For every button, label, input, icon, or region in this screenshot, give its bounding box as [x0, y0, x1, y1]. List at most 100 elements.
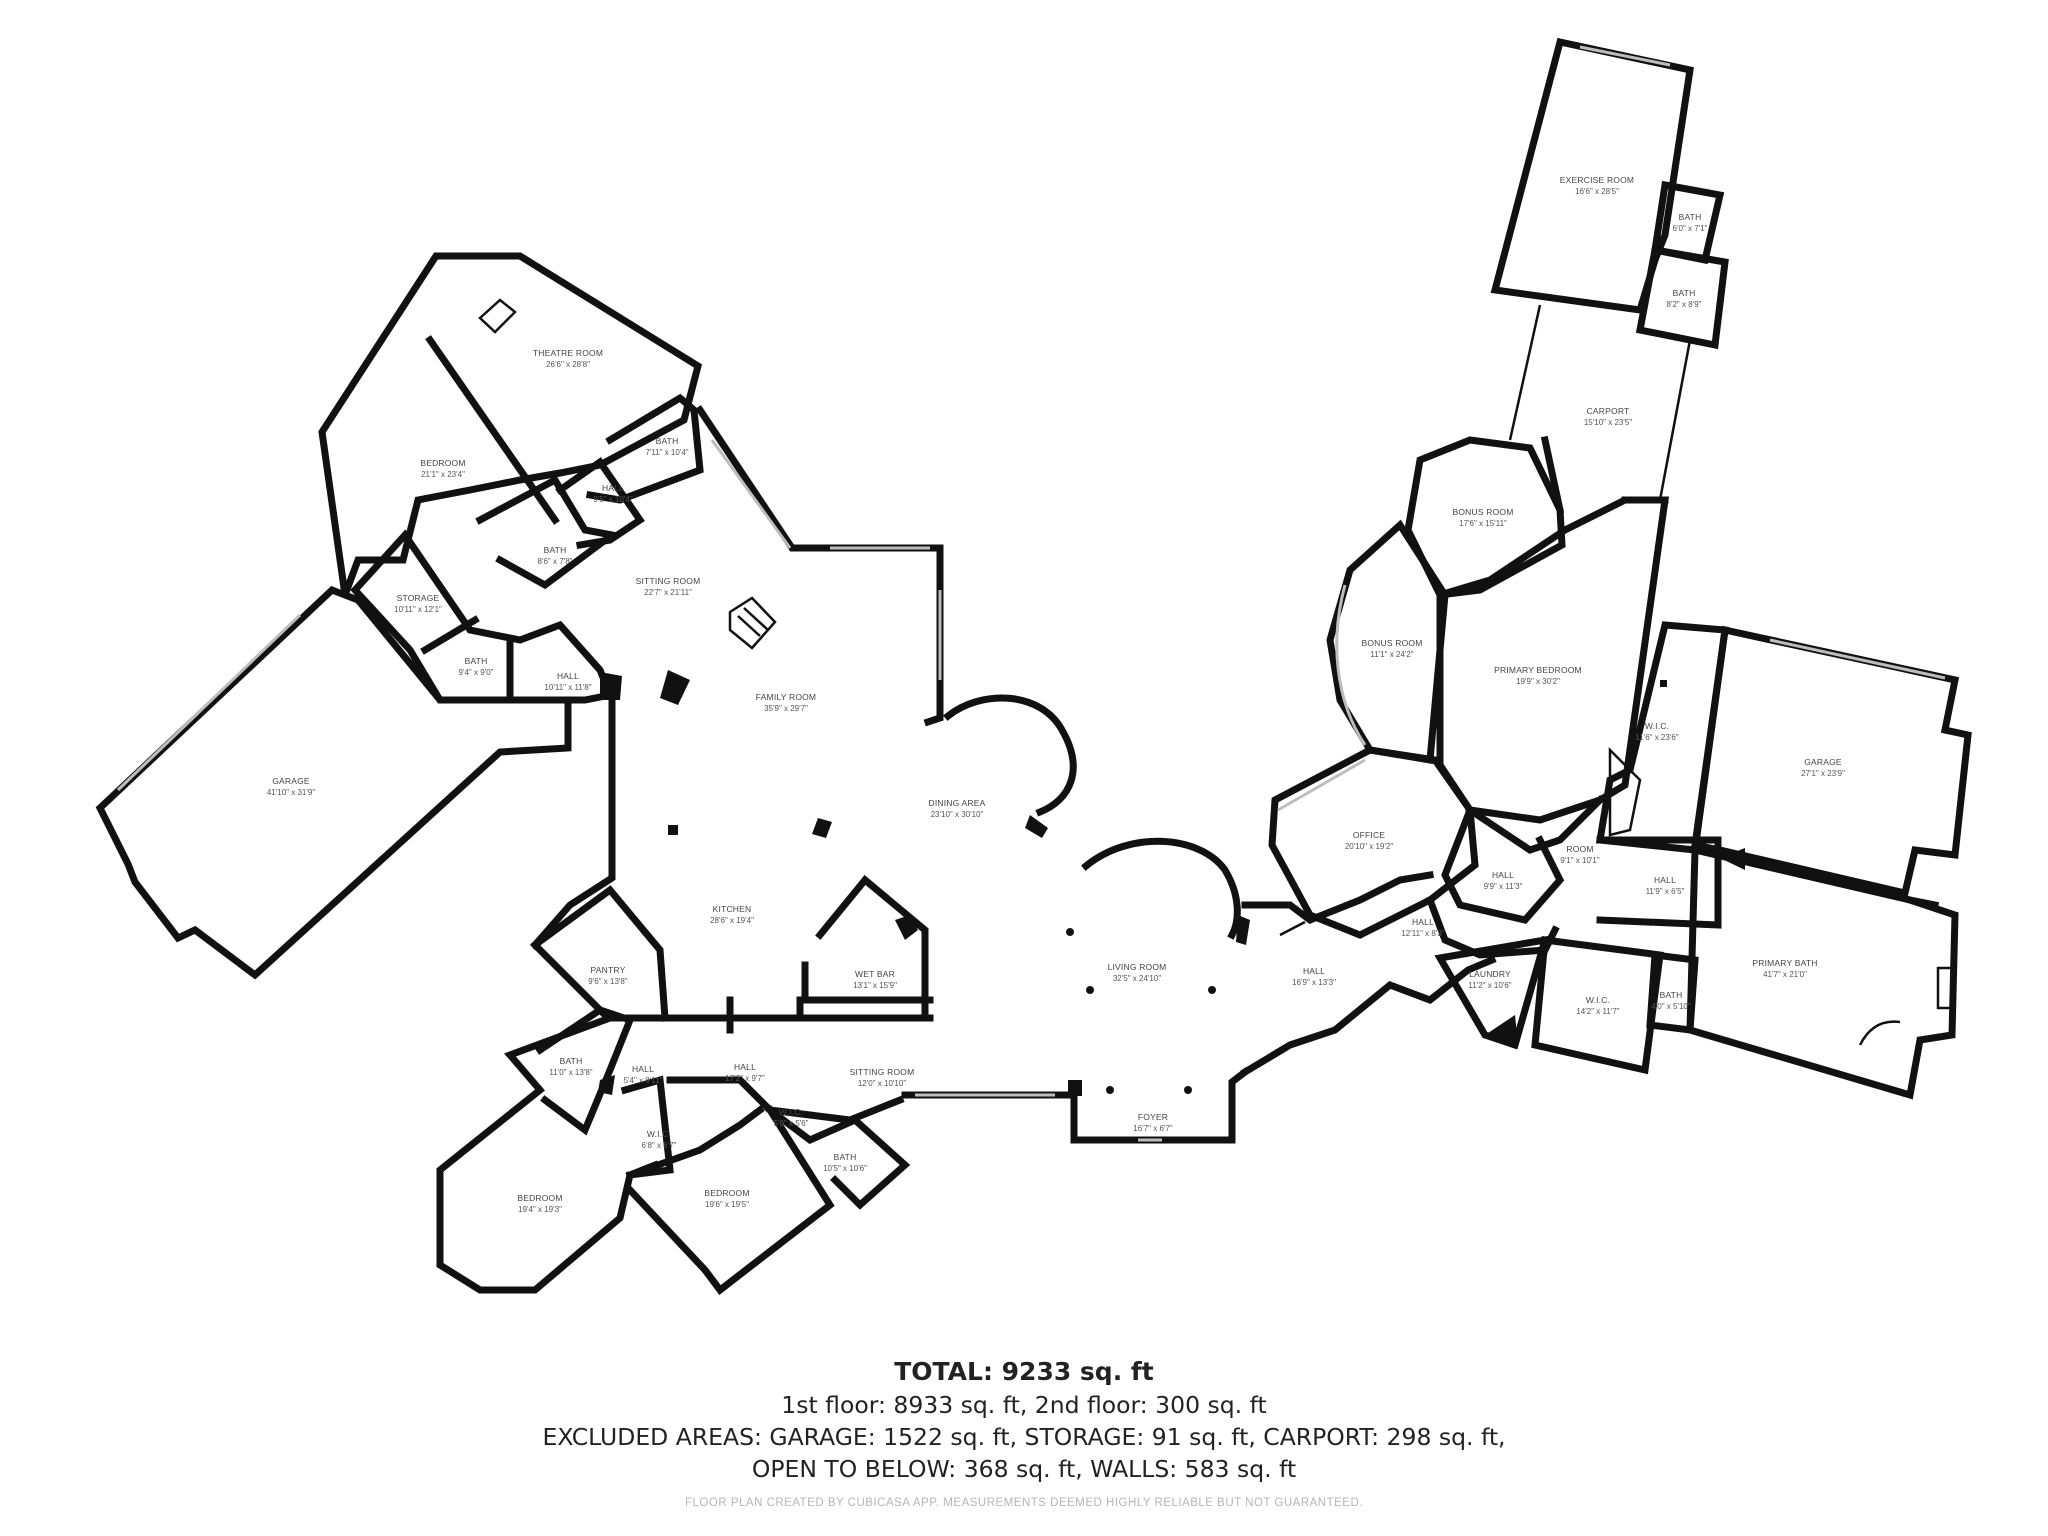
laundry-name: LAUNDRY	[1469, 969, 1511, 979]
foyer-column-1	[1106, 1086, 1114, 1094]
carport-bonus-link	[1540, 435, 1565, 515]
wet-bar-name: WET BAR	[855, 969, 895, 979]
hall-sw2-name: HALL	[734, 1062, 756, 1072]
primary-bath-wall	[1686, 845, 1959, 1100]
svg-text:8'6" x 7'8": 8'6" x 7'8"	[538, 557, 573, 566]
kitchen-dims: 28'6" x 19'4"	[710, 916, 754, 925]
svg-text:BEDROOM: BEDROOM	[517, 1193, 562, 1203]
svg-text:EXERCISE ROOM: EXERCISE ROOM	[1560, 175, 1634, 185]
east-hall-bench	[1279, 920, 1306, 937]
svg-text:41'7" x 21'0": 41'7" x 21'0"	[1763, 970, 1807, 979]
bedroom-nw-dims: 21'1" x 23'4"	[421, 470, 465, 479]
svg-text:HALL: HALL	[1303, 966, 1325, 976]
svg-text:BATH: BATH	[560, 1056, 583, 1066]
sitting-room-name: SITTING ROOM	[636, 576, 701, 586]
bath-s-name: BATH	[834, 1152, 857, 1162]
office-name: OFFICE	[1353, 830, 1385, 840]
garage-west-dims: 41'10" x 31'9"	[267, 788, 315, 797]
other-areas: OPEN TO BELOW: 368 sq. ft, WALLS: 583 sq…	[751, 1455, 1297, 1483]
svg-text:WET BAR: WET BAR	[855, 969, 895, 979]
bonus-room-1-name: BONUS ROOM	[1452, 507, 1513, 517]
carport-dims: 15'10" x 23'5"	[1584, 418, 1632, 427]
bath-e-name: BATH	[1660, 990, 1683, 1000]
office-dims: 20'10" x 19'2"	[1345, 842, 1393, 851]
fireplace-west	[600, 672, 622, 700]
disclaimer: FLOOR PLAN CREATED BY CUBICASA APP. MEAS…	[685, 1497, 1363, 1509]
hall-e2-dims: 9'9" x 11'3"	[1484, 882, 1523, 891]
svg-text:11'0" x 13'8": 11'0" x 13'8"	[549, 1068, 592, 1077]
laundry-fixture	[1485, 1015, 1518, 1045]
pantry-dims: 9'6" x 13'8"	[588, 977, 628, 986]
svg-text:15'10" x 23'5": 15'10" x 23'5"	[1584, 418, 1632, 427]
svg-text:SITTING ROOM: SITTING ROOM	[636, 576, 701, 586]
svg-text:16'9" x 13'3": 16'9" x 13'3"	[1292, 978, 1336, 987]
hall-e2-name: HALL	[1492, 870, 1514, 880]
svg-text:22'7" x 21'11": 22'7" x 21'11"	[644, 588, 692, 597]
primary-bath-dims: 41'7" x 21'0"	[1763, 970, 1807, 979]
foyer-name: FOYER	[1138, 1112, 1168, 1122]
wic-s-name: W.I.C.	[779, 1107, 803, 1117]
bath-ex2-name: BATH	[1673, 288, 1696, 298]
svg-text:9'9" x 11'3": 9'9" x 11'3"	[1484, 882, 1523, 891]
bonus-room-2-window	[1335, 584, 1367, 746]
foyer-wall	[1070, 1067, 1250, 1144]
exercise-room-window	[1579, 45, 1671, 67]
svg-text:9'5" x 10'4": 9'5" x 10'4"	[593, 495, 633, 504]
room-name: ROOM	[1566, 844, 1593, 854]
hall-storage-name: HALL	[557, 671, 579, 681]
svg-text:41'10" x 31'9": 41'10" x 31'9"	[267, 788, 315, 797]
dining-area-dims: 23'10" x 30'10"	[931, 810, 984, 819]
hall-e2-wall	[1441, 805, 1565, 924]
carport-east	[1658, 339, 1692, 501]
primary-bedroom-dims: 19'9" x 30'2"	[1516, 677, 1560, 686]
primary-bath-notch	[1905, 895, 1940, 910]
area-summary: TOTAL: 9233 sq. ft 1st floor: 8933 sq. f…	[0, 1355, 2048, 1485]
svg-text:HALL: HALL	[1654, 875, 1676, 885]
hall-e-name: HALL	[1303, 966, 1325, 976]
room-labels: THEATRE ROOM 26'6" x 28'8" BEDROOM 21'1"…	[267, 175, 1845, 1214]
svg-text:16'6" x 28'5": 16'6" x 28'5"	[1575, 187, 1619, 196]
garage-west-wall	[95, 585, 572, 980]
svg-text:11'9" x 6'5": 11'9" x 6'5"	[1646, 887, 1685, 896]
svg-text:9'6" x 13'8": 9'6" x 13'8"	[588, 977, 628, 986]
sitting-room-s-dims: 12'0" x 10'10"	[858, 1079, 906, 1088]
hall-e3-name: HALL	[1654, 875, 1676, 885]
sitting-room-s-name: SITTING ROOM	[850, 1067, 915, 1077]
laundry-dims: 11'2" x 10'6"	[1468, 981, 1511, 990]
pantry-name: PANTRY	[591, 965, 626, 975]
family-room-name: FAMILY ROOM	[756, 692, 816, 702]
svg-text:FAMILY ROOM: FAMILY ROOM	[756, 692, 816, 702]
svg-text:19'6" x 19'5": 19'6" x 19'5"	[705, 1200, 749, 1209]
svg-text:BATH: BATH	[1679, 212, 1702, 222]
room-dims: 9'1" x 10'1"	[1560, 856, 1600, 865]
svg-text:28'6" x 19'4": 28'6" x 19'4"	[710, 916, 754, 925]
svg-text:BATH: BATH	[465, 656, 488, 666]
svg-text:FOYER: FOYER	[1138, 1112, 1168, 1122]
laundry-wall	[1434, 935, 1550, 1050]
bath-e-dims: 4'0" x 5'10"	[1651, 1002, 1691, 1011]
wic-sw-name: W.I.C.	[647, 1129, 671, 1139]
dining-area-name: DINING AREA	[929, 798, 986, 808]
wic-primary-name: W.I.C.	[1645, 721, 1669, 731]
svg-text:23'10" x 30'10": 23'10" x 30'10"	[931, 810, 984, 819]
hall-e4-name: HALL	[1412, 917, 1434, 927]
svg-text:HALL: HALL	[1412, 917, 1434, 927]
svg-text:W.I.C.: W.I.C.	[647, 1129, 671, 1139]
living-column-3	[1208, 986, 1216, 994]
hall-e3-wall	[1596, 836, 1722, 929]
wic-s-dims: 5'9" x 5'6"	[774, 1119, 809, 1128]
bath-sw-dims: 11'0" x 13'8"	[549, 1068, 592, 1077]
office-window	[1277, 758, 1366, 812]
svg-text:6'0" x 7'1": 6'0" x 7'1"	[1673, 224, 1708, 233]
svg-text:PANTRY: PANTRY	[591, 965, 626, 975]
wic-e-dims: 14'2" x 11'7"	[1576, 1007, 1619, 1016]
svg-text:19'4" x 19'3": 19'4" x 19'3"	[518, 1205, 562, 1214]
wic-primary-dims: 11'6" x 23'6"	[1635, 733, 1678, 742]
svg-text:17'6" x 15'11": 17'6" x 15'11"	[1459, 519, 1507, 528]
fireplace-family	[660, 670, 690, 705]
svg-text:GARAGE: GARAGE	[1804, 757, 1842, 767]
hall-sw1-name: HALL	[632, 1064, 654, 1074]
bedroom-s-dims: 19'6" x 19'5"	[705, 1200, 749, 1209]
svg-text:BONUS ROOM: BONUS ROOM	[1452, 507, 1513, 517]
